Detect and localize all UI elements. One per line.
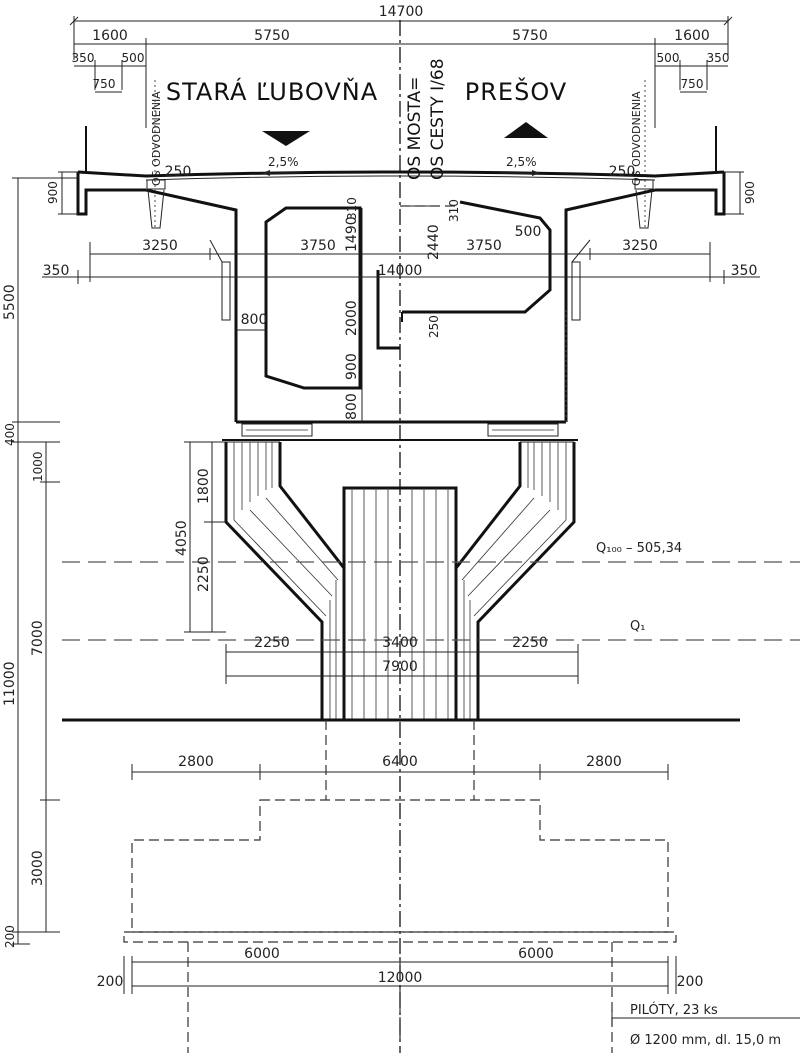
dim-right-750: 750 — [681, 77, 704, 91]
drain-axis-right-label: OS ODVODNENIA — [630, 91, 643, 186]
direction-left-label: STARÁ ĽUBOVŇA — [166, 77, 378, 106]
dim-11000: 11000 — [2, 661, 18, 706]
dim-left-350: 350 — [72, 51, 95, 65]
water-level-q1-label: Q₁ — [630, 619, 645, 634]
dim-2250-vertical: 2250 — [196, 556, 212, 592]
foundation — [123, 720, 677, 1053]
dim-deck-right-250: 250 — [609, 164, 636, 180]
dim-7900: 7900 — [382, 659, 418, 675]
dim-2440: 2440 — [426, 224, 442, 260]
direction-right-label: PREŠOV — [465, 76, 567, 106]
dim-900: 900 — [344, 353, 360, 380]
drain-axis-left-label: OS ODVODNENIA — [150, 91, 163, 186]
dim-800-bottom: 800 — [344, 393, 360, 420]
dim-found-right-200: 200 — [677, 974, 704, 990]
dim-pier-right-2250: 2250 — [512, 635, 548, 651]
dim-1000: 1000 — [31, 451, 45, 482]
dim-found-right-6000: 6000 — [518, 946, 554, 962]
dim-250: 250 — [427, 315, 441, 338]
direction-left-arrow-icon — [262, 131, 310, 146]
slope-left-label: 2,5% — [268, 155, 299, 169]
dim-1490: 1490 — [344, 216, 360, 252]
dim-found-right-2800: 2800 — [586, 754, 622, 770]
dim-400: 400 — [3, 423, 17, 446]
dim-found-left-2800: 2800 — [178, 754, 214, 770]
dim-500: 500 — [515, 224, 542, 240]
dim-found-left-200: 200 — [97, 974, 124, 990]
pier — [224, 441, 576, 720]
dim-found-left-6000: 6000 — [244, 946, 280, 962]
dim-web-800: 800 — [241, 312, 268, 328]
dim-total-width: 14700 — [379, 4, 424, 20]
bearings — [222, 423, 578, 441]
water-level-q100-label: Q₁₀₀ – 505,34 — [596, 541, 682, 556]
dim-2000: 2000 — [344, 300, 360, 336]
dim-3400: 3400 — [382, 635, 418, 651]
dim-left-3250: 3250 — [142, 238, 178, 254]
dim-left-500: 500 — [122, 51, 145, 65]
dim-7000: 7000 — [30, 620, 46, 656]
dim-left-3750: 3750 — [300, 238, 336, 254]
dim-right-3750: 3750 — [466, 238, 502, 254]
piles-note-line1: PILÓTY, 23 ks — [630, 1002, 718, 1018]
direction-right-arrow-icon — [504, 122, 548, 138]
road-axis-label: OS CESTY I/68 — [428, 58, 448, 180]
dim-14000: 14000 — [378, 263, 423, 279]
dim-right-3250: 3250 — [622, 238, 658, 254]
deck-cross-section — [76, 126, 726, 424]
dim-right-350-b: 350 — [731, 263, 758, 279]
dim-5500: 5500 — [2, 284, 18, 320]
dim-4050: 4050 — [174, 520, 190, 556]
dim-right-5750: 5750 — [512, 28, 548, 44]
dim-right-350: 350 — [707, 51, 730, 65]
dim-right-500: 500 — [657, 51, 680, 65]
dim-310-right: 310 — [447, 199, 461, 222]
dim-left-750: 750 — [93, 77, 116, 91]
top-dimension-chain: 14700 1600 5750 5750 1600 350 500 500 35… — [69, 4, 733, 128]
left-vertical-dims: 5500 400 1000 7000 11000 3000 200 — [2, 177, 78, 948]
dim-200-vertical: 200 — [3, 925, 17, 948]
dim-left-1600: 1600 — [92, 28, 128, 44]
piles-note-line2: Ø 1200 mm, dl. 15,0 m — [630, 1033, 781, 1048]
dim-12000: 12000 — [378, 970, 423, 986]
dim-pier-left-2250: 2250 — [254, 635, 290, 651]
dim-6400: 6400 — [382, 754, 418, 770]
dim-deck-right-900: 900 — [743, 181, 757, 204]
bridge-axis-label: OS MOSTA= — [405, 77, 425, 180]
dim-1800: 1800 — [196, 468, 212, 504]
dim-right-1600: 1600 — [674, 28, 710, 44]
dim-left-5750: 5750 — [254, 28, 290, 44]
dim-left-350-b: 350 — [43, 263, 70, 279]
dim-deck-left-250: 250 — [165, 164, 192, 180]
dim-3000: 3000 — [30, 850, 46, 886]
dim-deck-left-900: 900 — [46, 181, 60, 204]
dim-310-left: 310 — [345, 197, 359, 220]
slope-right-label: 2,5% — [506, 155, 537, 169]
